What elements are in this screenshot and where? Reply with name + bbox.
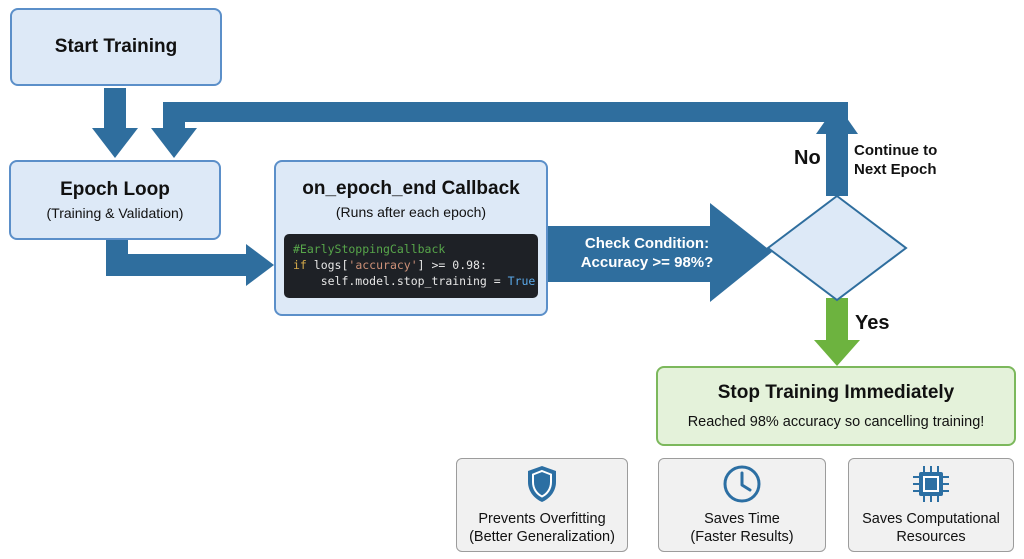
- code-stop-statement: self.model.stop_training =: [293, 274, 508, 288]
- stop-training-node: Stop Training Immediately Reached 98% ac…: [656, 366, 1016, 446]
- shield-icon: [528, 466, 556, 502]
- benefit-line2: (Faster Results): [690, 529, 794, 545]
- callback-title: on_epoch_end Callback: [302, 178, 520, 199]
- benefit-label: Saves Time (Faster Results): [690, 510, 793, 546]
- epoch-loop-subtitle: (Training & Validation): [46, 205, 184, 221]
- stop-training-subtitle: Reached 98% accuracy so cancelling train…: [687, 414, 985, 430]
- code-comment: #EarlyStoppingCallback: [293, 242, 446, 256]
- arrow-start-to-epoch: [92, 88, 138, 158]
- arrow-loop-back: [151, 102, 858, 196]
- arrow-check-condition: [547, 203, 772, 302]
- code-if-keyword: if: [293, 258, 307, 272]
- start-training-node: Start Training: [10, 8, 222, 86]
- chip-icon: [913, 466, 949, 502]
- benefit-label: Prevents Overfitting (Better Generalizat…: [469, 510, 615, 546]
- arrow-epoch-to-callback: [106, 240, 274, 286]
- check-condition-label: Check Condition: Accuracy >= 98%?: [566, 234, 728, 272]
- epoch-loop-title: Epoch Loop: [60, 179, 170, 200]
- benefit-line1: Prevents Overfitting: [478, 511, 606, 527]
- decision-diamond: [766, 194, 908, 302]
- benefit-line1: Saves Time: [704, 511, 780, 527]
- code-logs: logs[: [306, 258, 349, 272]
- epoch-loop-node: Epoch Loop (Training & Validation): [9, 160, 221, 240]
- code-true-value: True: [507, 274, 536, 288]
- arrow-yes: [814, 298, 860, 366]
- stop-training-title: Stop Training Immediately: [717, 382, 955, 403]
- code-condition: ] >= 0.98:: [417, 258, 487, 272]
- clock-icon: [723, 465, 761, 503]
- benefit-line2: (Better Generalization): [469, 529, 615, 545]
- benefit-prevents-overfitting: Prevents Overfitting (Better Generalizat…: [456, 458, 628, 552]
- check-condition-line1: Check Condition:: [584, 235, 710, 252]
- callback-subtitle: (Runs after each epoch): [335, 204, 487, 220]
- benefit-line1: Saves Computational: [862, 511, 1000, 527]
- benefit-saves-resources: Saves Computational Resources: [848, 458, 1014, 552]
- no-label: No: [794, 147, 821, 169]
- continue-line2: Next Epoch: [854, 161, 937, 178]
- code-accuracy-string: 'accuracy': [348, 258, 418, 272]
- continue-label: Continue to Next Epoch: [854, 141, 937, 179]
- continue-line1: Continue to: [854, 142, 938, 159]
- yes-label: Yes: [855, 312, 890, 334]
- check-condition-line2: Accuracy >= 98%?: [580, 254, 714, 271]
- code-snippet: #EarlyStoppingCallback if logs['accuracy…: [284, 234, 538, 298]
- benefit-label: Saves Computational Resources: [862, 510, 1000, 546]
- benefit-saves-time: Saves Time (Faster Results): [658, 458, 826, 552]
- benefit-line2: Resources: [896, 529, 966, 545]
- start-training-title: Start Training: [54, 36, 178, 57]
